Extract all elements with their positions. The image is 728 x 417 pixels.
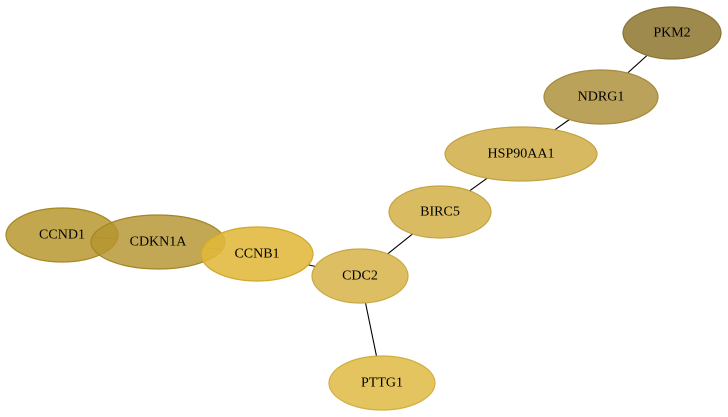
node-pkm2[interactable]: PKM2 xyxy=(622,6,722,60)
node-hsp90aa1[interactable]: HSP90AA1 xyxy=(444,126,598,182)
node-label: PKM2 xyxy=(653,26,690,41)
node-shape xyxy=(311,248,409,304)
node-birc5[interactable]: BIRC5 xyxy=(388,185,492,239)
node-cdkn1a[interactable]: CDKN1A xyxy=(90,214,226,270)
edge-ccnb1-cdc2 xyxy=(308,264,316,267)
node-label: HSP90AA1 xyxy=(488,147,555,162)
node-label: CDKN1A xyxy=(130,235,188,250)
edge-ndrg1-hsp90aa1 xyxy=(554,119,570,131)
node-ndrg1[interactable]: NDRG1 xyxy=(543,69,659,125)
edge-cdc2-pttg1 xyxy=(364,302,378,357)
node-label: CDC2 xyxy=(342,269,378,284)
node-shape xyxy=(543,69,659,125)
node-cdc2[interactable]: CDC2 xyxy=(311,248,409,304)
node-ccnb1[interactable]: CCNB1 xyxy=(200,226,314,282)
node-shape xyxy=(328,355,436,411)
edge-pkm2-ndrg1 xyxy=(627,54,648,74)
node-shape xyxy=(622,6,722,60)
node-pttg1[interactable]: PTTG1 xyxy=(328,355,436,411)
node-ccnd1[interactable]: CCND1 xyxy=(5,207,119,263)
node-shape xyxy=(388,185,492,239)
node-label: CCNB1 xyxy=(234,247,279,262)
edge-hsp90aa1-birc5 xyxy=(469,177,488,192)
node-shape xyxy=(444,126,598,182)
node-label: CCND1 xyxy=(39,228,85,243)
node-shape xyxy=(200,226,314,282)
node-label: BIRC5 xyxy=(420,205,460,220)
node-label: PTTG1 xyxy=(361,376,403,391)
node-label: NDRG1 xyxy=(578,90,625,105)
edge-birc5-cdc2 xyxy=(387,233,413,255)
